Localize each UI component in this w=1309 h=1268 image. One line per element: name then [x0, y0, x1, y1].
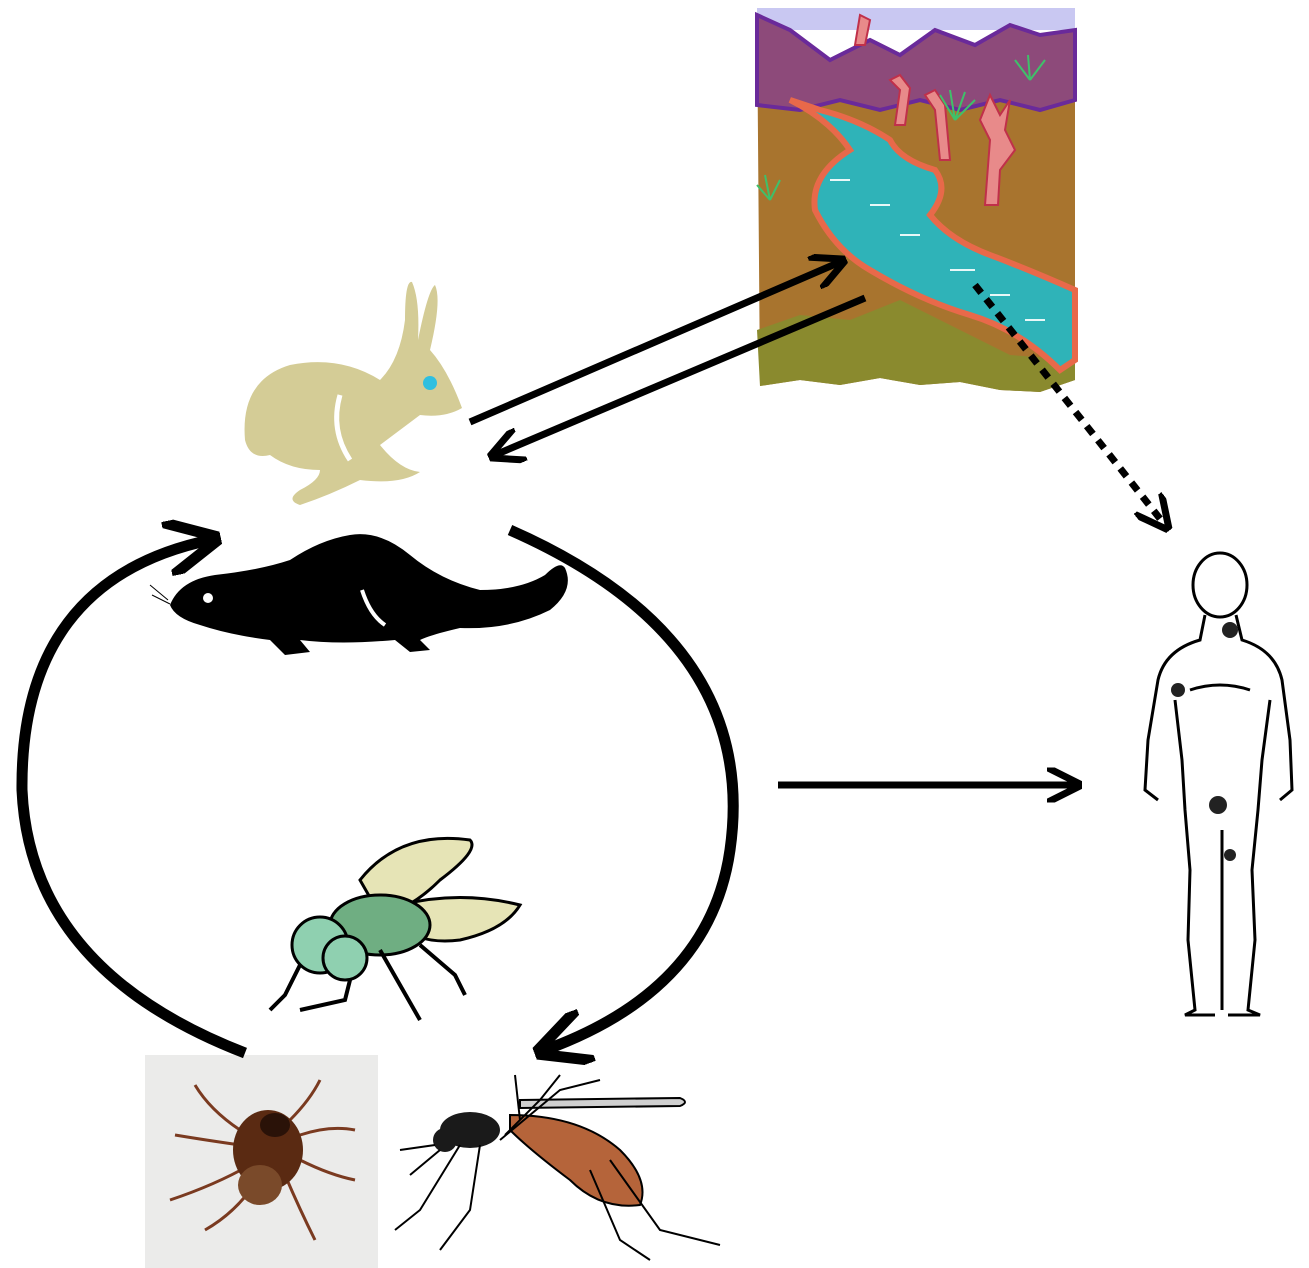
human-figure-icon: [1145, 553, 1292, 1015]
fly-icon: [270, 838, 520, 1020]
landscape-river-icon: [757, 8, 1075, 392]
hare-icon: [245, 282, 462, 505]
mosquito-icon: [395, 1075, 720, 1260]
rodent-icon: [150, 534, 568, 655]
tick-icon: [145, 1055, 378, 1268]
